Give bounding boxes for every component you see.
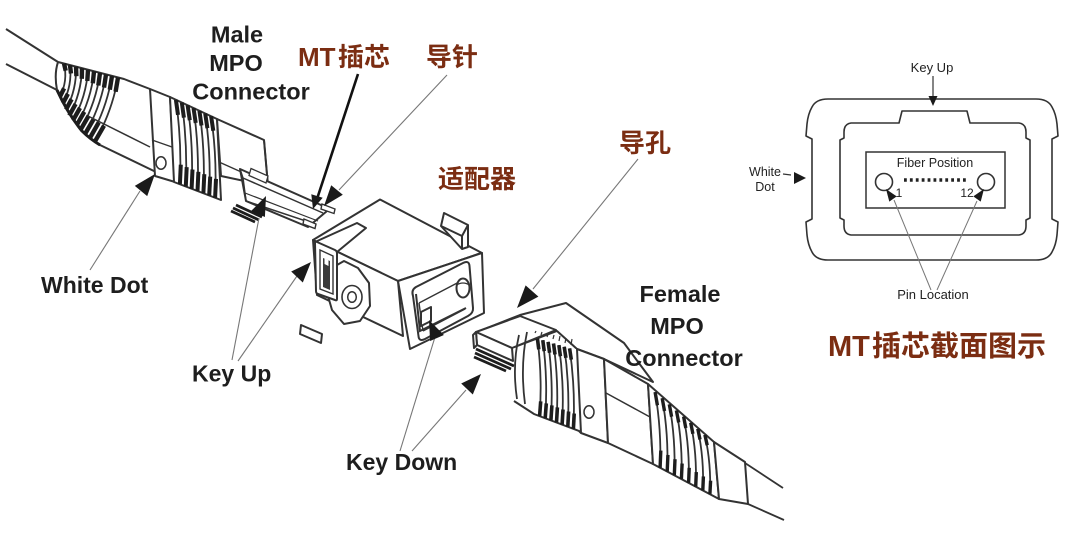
- svg-text:1: 1: [896, 186, 903, 200]
- svg-text:White Dot: White Dot: [41, 272, 149, 298]
- svg-text:Female: Female: [640, 281, 721, 307]
- svg-text:Connector: Connector: [625, 345, 743, 371]
- svg-text:Key Up: Key Up: [911, 60, 954, 75]
- svg-text:Key Up: Key Up: [192, 361, 271, 387]
- svg-text:Pin Location: Pin Location: [897, 287, 969, 302]
- svg-text:MPO: MPO: [209, 50, 263, 76]
- svg-text:MPO: MPO: [650, 313, 704, 339]
- svg-text:MT: MT: [828, 331, 870, 363]
- svg-text:Key Down: Key Down: [346, 449, 457, 475]
- svg-text:Male: Male: [211, 22, 263, 48]
- svg-text:Dot: Dot: [755, 180, 775, 194]
- svg-text:Fiber Position: Fiber Position: [897, 156, 973, 170]
- svg-text:MT: MT: [298, 42, 336, 72]
- svg-text:12: 12: [960, 186, 974, 200]
- svg-text:White: White: [749, 165, 781, 179]
- svg-text:Connector: Connector: [192, 79, 310, 105]
